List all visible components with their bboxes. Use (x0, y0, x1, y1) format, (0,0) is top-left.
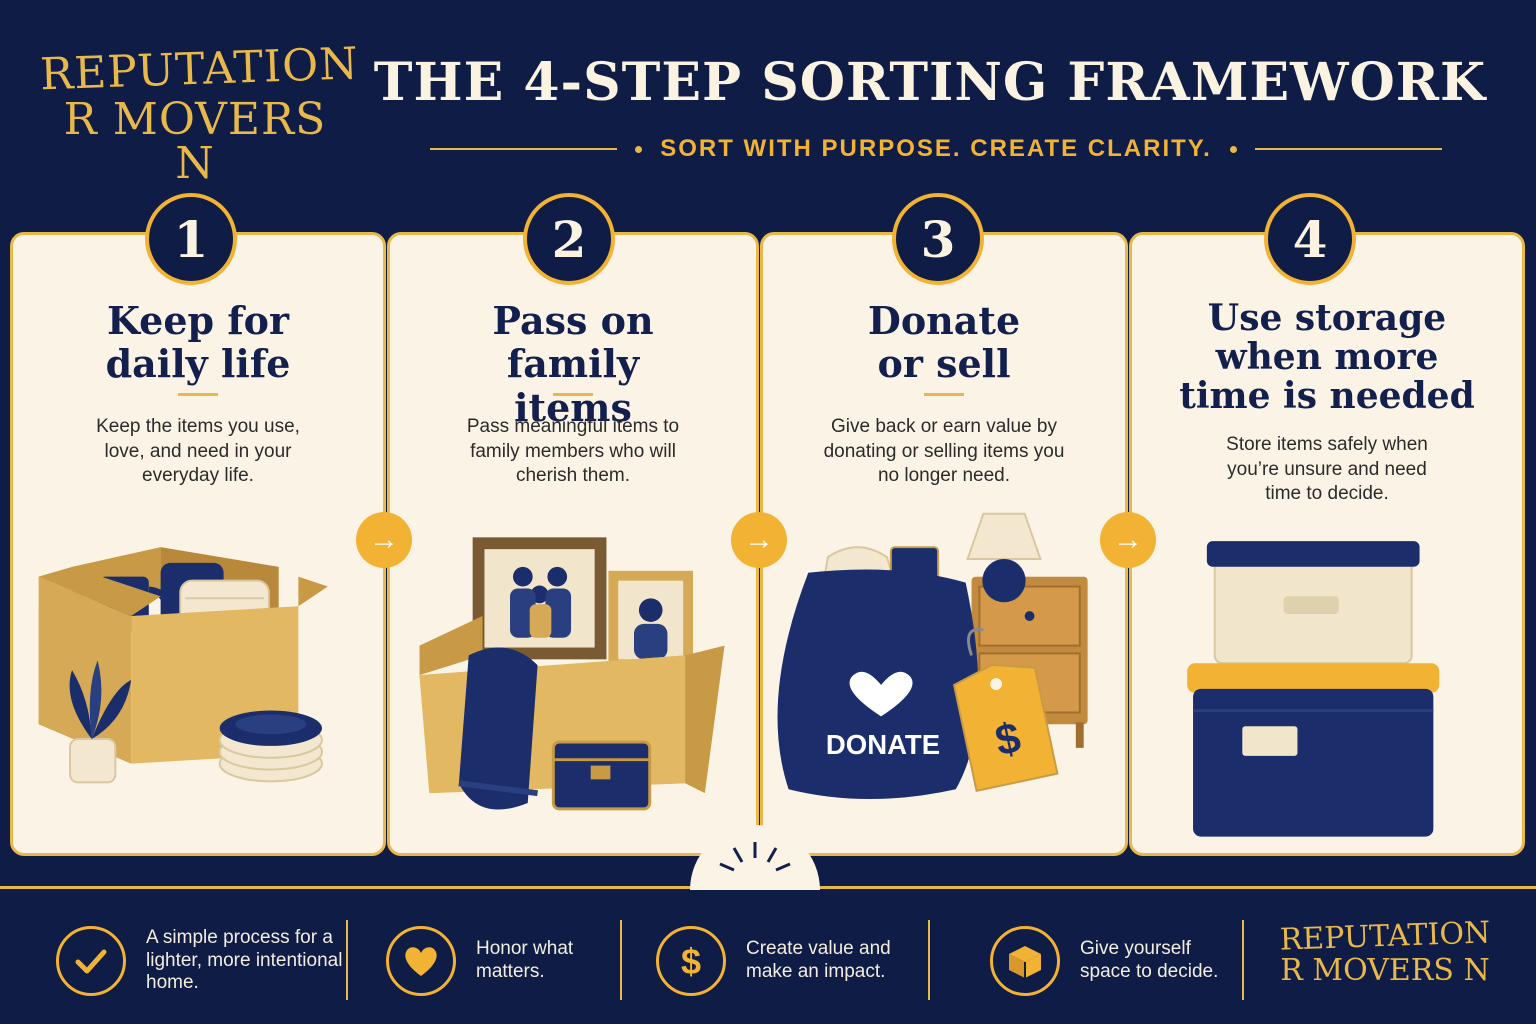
feature-space-to-decide: Give yourself space to decide. (990, 916, 1230, 1006)
feature-honor: Honor what matters. (386, 916, 616, 1006)
arrow-right-icon: → (1100, 512, 1156, 568)
arrow-right-icon: → (731, 512, 787, 568)
divider-dot (635, 145, 643, 153)
brand-logo-small: REPUTATION R MOVERS N (1270, 915, 1500, 1002)
feature-divider (1242, 920, 1244, 1000)
logo-line-1: REPUTATION (39, 38, 360, 101)
step-title: Keep for daily life (105, 298, 291, 387)
step-card-storage: Use storage when more time is needed Sto… (1129, 232, 1525, 856)
feature-divider (928, 920, 930, 1000)
feature-text: Create value and make an impact. (746, 938, 891, 982)
subtitle: SORT WITH PURPOSE. CREATE CLARITY. (660, 135, 1212, 162)
logo-line-2: R MOVERS N (63, 94, 327, 189)
heart-icon (386, 926, 456, 996)
feature-create-value: $ Create value and make an impact. (656, 916, 916, 1006)
step-title: Pass on family items (492, 298, 654, 430)
subtitle-row: SORT WITH PURPOSE. CREATE CLARITY. (430, 134, 1443, 164)
brand-logo: REPUTATION R MOVERS N (39, 38, 359, 185)
logo-line-1: REPUTATION (1279, 915, 1491, 958)
moving-box-icon (38, 547, 328, 784)
sunburst-icon (690, 825, 820, 890)
feature-simple-process: A simple process for a lighter, more int… (56, 916, 346, 1006)
title-underline (553, 393, 593, 396)
step-description: Pass meaningful items to family members … (466, 416, 680, 487)
step-number-4: 4 (1264, 193, 1356, 285)
step-description: Give back or earn value by donating or s… (823, 416, 1065, 487)
divider-line (1254, 148, 1443, 150)
title-underline (178, 393, 218, 396)
title-underline (924, 393, 964, 396)
step-number-1: 1 (145, 193, 237, 285)
step-description: Store items safely when you’re unsure an… (1226, 434, 1428, 505)
logo-line-2: R MOVERS N (1280, 953, 1490, 988)
step-title: Donate or sell (867, 298, 1021, 387)
step-number-2: 2 (523, 193, 615, 285)
dollar-icon: $ (656, 926, 726, 996)
box-icon (990, 926, 1060, 996)
page-title: THE 4-STEP SORTING FRAMEWORK (373, 52, 1487, 113)
step-card-donate: Donate or sell Give back or earn value b… (760, 232, 1128, 856)
family-photo-icon (419, 537, 725, 811)
step-card-pass-on: Pass on family items Pass meaningful ite… (387, 232, 759, 856)
svg-text:$: $ (681, 941, 701, 981)
step-card-keep: Keep for daily life Keep the items you u… (10, 232, 386, 856)
divider-dot (1229, 145, 1237, 153)
step-number-3: 3 (892, 193, 984, 285)
storage-bins-icon (1187, 541, 1440, 837)
donate-bag-icon: DONATE $ (777, 512, 1088, 800)
bag-label: DONATE (826, 729, 940, 760)
feature-text: Honor what matters. (476, 938, 574, 982)
divider-line (430, 148, 618, 150)
feature-divider (346, 920, 348, 1000)
feature-text: A simple process for a lighter, more int… (146, 926, 343, 994)
step-description: Keep the items you use, love, and need i… (96, 416, 300, 487)
step-title: Use storage when more time is needed (1179, 297, 1475, 417)
checkmark-icon (56, 926, 126, 996)
feature-divider (620, 920, 622, 1000)
arrow-right-icon: → (356, 512, 412, 568)
feature-text: Give yourself space to decide. (1080, 938, 1219, 982)
